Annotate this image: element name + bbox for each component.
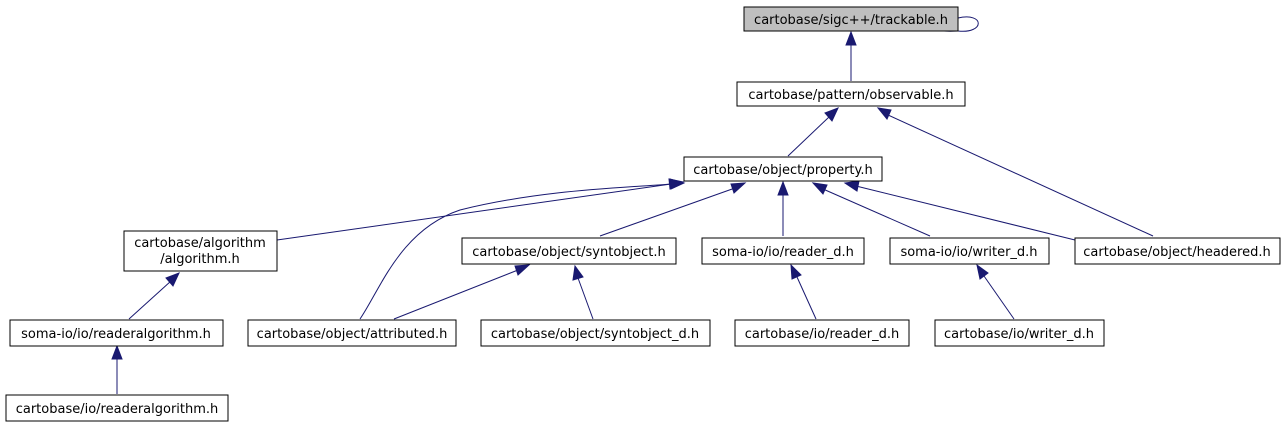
edge-readeralgorithm-soma-algorithm	[128, 280, 172, 320]
edge-syntobjectd-syntobject	[577, 277, 594, 320]
arrowhead	[165, 272, 180, 287]
edge-readerd-readerd-soma	[796, 276, 817, 320]
node-label: cartobase/object/syntobject_d.h	[491, 327, 699, 342]
arrowhead	[845, 30, 857, 46]
edge-writerd-soma-property	[822, 188, 931, 237]
edge-writerd-writerd-soma	[983, 275, 1015, 320]
node-label: soma-io/io/writer_d.h	[900, 245, 1037, 260]
node-label: soma-io/io/reader_d.h	[712, 245, 854, 260]
node-reader-d-soma[interactable]: soma-io/io/reader_d.h	[701, 237, 865, 265]
node-writer-d[interactable]: cartobase/io/writer_d.h	[934, 319, 1105, 347]
arrowhead	[790, 263, 802, 280]
arrowhead	[843, 180, 860, 192]
node-label: cartobase/object/headered.h	[1083, 245, 1270, 260]
node-readeralgorithm[interactable]: cartobase/io/readeralgorithm.h	[5, 394, 229, 422]
edge-attributed-property	[359, 183, 673, 320]
edge-property-observable	[787, 116, 830, 157]
node-label: soma-io/io/readeralgorithm.h	[21, 327, 211, 342]
edge-syntobject-property	[599, 187, 736, 237]
arrowhead	[669, 178, 686, 190]
graph-nodes: cartobase/sigc++/trackable.h cartobase/p…	[5, 6, 1281, 422]
node-label: cartobase/sigc++/trackable.h	[754, 13, 948, 28]
node-label: cartobase/object/syntobject.h	[472, 245, 666, 260]
node-label: cartobase/object/attributed.h	[257, 327, 448, 342]
edge-headered-property	[855, 185, 1076, 241]
arrowhead	[777, 180, 789, 196]
node-label-line1: cartobase/algorithm	[134, 236, 266, 251]
node-syntobject[interactable]: cartobase/object/syntobject.h	[461, 237, 677, 265]
edge-attributed-syntobject	[393, 269, 519, 320]
arrowhead	[111, 344, 123, 360]
arrowhead	[976, 263, 989, 280]
node-label-line2: /algorithm.h	[160, 252, 240, 267]
arrowhead	[811, 182, 828, 195]
node-attributed[interactable]: cartobase/object/attributed.h	[247, 319, 457, 347]
arrowhead	[824, 107, 839, 122]
arrowhead	[730, 182, 747, 194]
node-syntobject-d[interactable]: cartobase/object/syntobject_d.h	[480, 319, 711, 347]
node-observable[interactable]: cartobase/pattern/observable.h	[736, 81, 966, 107]
node-property[interactable]: cartobase/object/property.h	[683, 156, 883, 182]
node-label: cartobase/io/writer_d.h	[944, 327, 1094, 342]
arrowhead	[876, 107, 892, 120]
node-label: cartobase/io/readeralgorithm.h	[16, 402, 219, 417]
node-label: cartobase/pattern/observable.h	[748, 88, 953, 103]
node-writer-d-soma[interactable]: soma-io/io/writer_d.h	[889, 237, 1050, 265]
edge-headered-observable	[887, 114, 1154, 237]
arrowhead	[572, 264, 584, 281]
node-algorithm[interactable]: cartobase/algorithm /algorithm.h	[123, 230, 278, 272]
arrowhead	[514, 264, 531, 276]
node-reader-d[interactable]: cartobase/io/reader_d.h	[734, 319, 910, 347]
graph-edges	[111, 8, 1154, 394]
node-label: cartobase/object/property.h	[693, 163, 873, 178]
node-trackable[interactable]: cartobase/sigc++/trackable.h	[743, 6, 959, 32]
node-readeralgorithm-soma[interactable]: soma-io/io/readeralgorithm.h	[9, 319, 224, 347]
node-label: cartobase/io/reader_d.h	[745, 327, 900, 342]
edge-algorithm-property	[276, 183, 672, 241]
node-headered[interactable]: cartobase/object/headered.h	[1074, 237, 1281, 265]
